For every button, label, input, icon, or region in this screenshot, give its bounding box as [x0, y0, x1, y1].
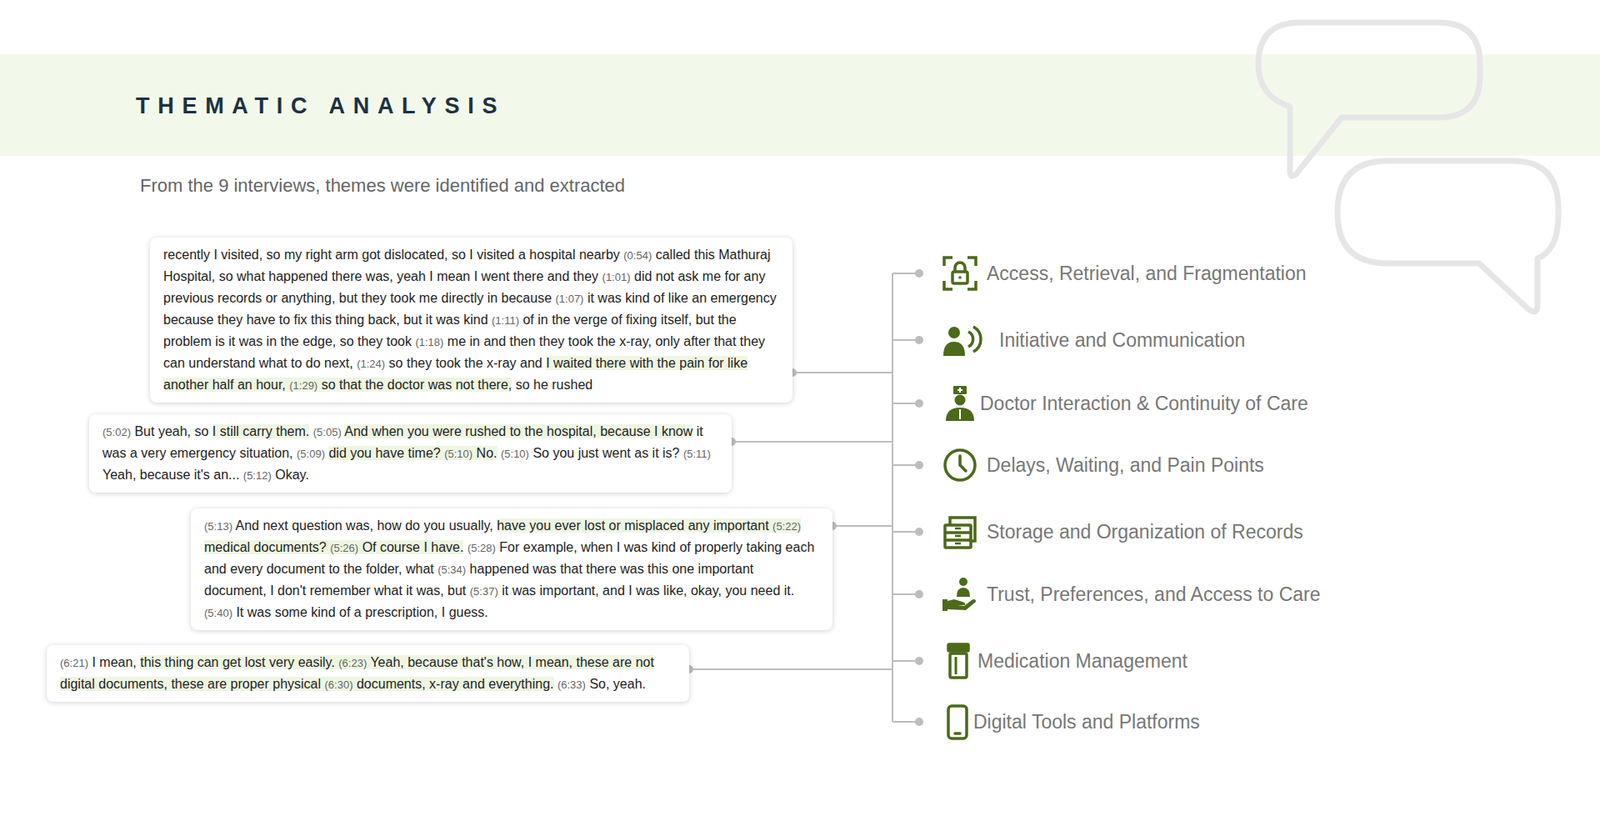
- timestamp: (5:11): [683, 447, 711, 460]
- speech-bubble: [1337, 160, 1559, 312]
- timestamp: (5:09): [296, 447, 325, 460]
- transcript-text: And when you were rushed to the hospital…: [344, 424, 693, 439]
- transcript-text: No.: [476, 445, 498, 460]
- timestamp: (5:26): [330, 541, 359, 555]
- theme-label: Medication Management: [977, 648, 1188, 674]
- transcript-text: I still carry them.: [212, 424, 310, 439]
- highlight: I still carry them.: [212, 424, 310, 439]
- transcript-card: (5:13) And next question was, how do you…: [190, 508, 833, 630]
- transcript-card: (5:02) But yeah, so I still carry them. …: [89, 414, 732, 493]
- transcript-text: I mean,: [91, 655, 136, 670]
- theme-icon: [945, 385, 975, 421]
- leader-line: [832, 525, 893, 527]
- highlight: did you have time? (5:10) No.: [328, 445, 497, 460]
- transcript-text: So, yeah.: [589, 676, 646, 691]
- timestamp: (5:13): [204, 520, 233, 533]
- theme-icon: [948, 644, 969, 678]
- timestamp: (5:37): [470, 585, 499, 598]
- timestamp: (5:40): [204, 606, 233, 620]
- theme-icon: [945, 517, 975, 548]
- transcript-paragraph: recently I visited, so my right arm got …: [163, 244, 780, 396]
- speech-bubble: [1258, 22, 1480, 176]
- branch-dot: [915, 656, 924, 665]
- transcript-paragraph: (6:21) I mean, this thing can get lost v…: [60, 651, 676, 695]
- timestamp: (5:10): [444, 447, 473, 460]
- timestamp: (5:02): [102, 425, 131, 439]
- theme-label: Delays, Waiting, and Pain Points: [986, 452, 1265, 478]
- theme-label: Doctor Interaction & Continuity of Care: [980, 390, 1309, 416]
- timestamp: (6:33): [557, 678, 586, 691]
- timestamp: (6:21): [60, 656, 89, 670]
- transcript-text: documents, x-ray and everything.: [356, 676, 555, 691]
- theme-icon: [944, 257, 976, 290]
- transcript-text: so they took the x-ray and: [389, 355, 543, 370]
- transcript-text: recently I visited, so my right arm got …: [163, 247, 620, 262]
- timestamp: (1:11): [491, 314, 520, 327]
- theme-label: Initiative and Communication: [999, 327, 1245, 353]
- timestamp: (1:01): [602, 270, 631, 284]
- leader-line: [689, 668, 893, 670]
- transcript-card: recently I visited, so my right arm got …: [150, 237, 793, 403]
- leader-line: [731, 440, 893, 443]
- transcript-text: It was some kind of a prescription, I gu…: [235, 605, 488, 620]
- theme-icon: [943, 326, 981, 356]
- transcript-text: did you have time?: [328, 445, 440, 460]
- transcript-text: so that the doctor was not there,: [321, 377, 513, 392]
- theme-icon: [948, 705, 967, 739]
- theme-label: Access, Retrieval, and Fragmentation: [986, 260, 1307, 286]
- branch-dot: [915, 399, 924, 408]
- transcript-text: so he rushed: [515, 377, 594, 392]
- transcript-text: But yeah, so: [134, 424, 209, 439]
- transcript-text: have you ever lost or misplaced any impo…: [496, 518, 769, 533]
- timestamp: (6:30): [325, 678, 354, 691]
- theme-label: Storage and Organization of Records: [986, 519, 1304, 545]
- branch-dot: [915, 460, 924, 470]
- transcript-text: So you just went as it is?: [532, 445, 680, 460]
- transcript-paragraph: (5:02) But yeah, so I still carry them. …: [102, 420, 719, 486]
- timestamp: (1:29): [289, 379, 318, 392]
- timestamp: (1:24): [356, 357, 385, 370]
- branch-dot: [915, 269, 924, 278]
- branch-dot: [915, 717, 924, 726]
- timestamp: (5:12): [243, 469, 272, 482]
- branch-dot: [915, 590, 924, 599]
- timestamp: (5:22): [772, 520, 801, 533]
- theme-label: Digital Tools and Platforms: [973, 709, 1200, 735]
- branch-dot: [915, 527, 924, 536]
- transcript-paragraph: (5:13) And next question was, how do you…: [204, 515, 820, 624]
- timestamp: (1:07): [555, 292, 584, 305]
- transcript-text: this thing can get lost very easily.: [140, 655, 335, 670]
- highlight: And when you were rushed to the hospital…: [344, 424, 693, 439]
- transcript-text: medical documents?: [204, 540, 327, 555]
- timestamp: (5:34): [437, 563, 466, 576]
- timestamp: (6:23): [338, 656, 367, 670]
- leader-line: [792, 371, 893, 374]
- transcript-text: And next question was, how do you usuall…: [235, 518, 494, 533]
- theme-label: Trust, Preferences, and Access to Care: [986, 581, 1321, 607]
- theme-icon: [945, 450, 975, 480]
- transcript-text: it was important, and I was like, okay, …: [501, 583, 795, 598]
- branch-dot: [915, 335, 924, 345]
- timestamp: (0:54): [623, 249, 652, 262]
- timestamp: (1:18): [415, 335, 444, 349]
- transcript-text: Yeah, because it's an...: [102, 467, 240, 482]
- subtitle: From the 9 interviews, themes were ident…: [140, 174, 625, 198]
- timestamp: (5:10): [500, 447, 530, 460]
- timestamp: (5:28): [467, 541, 496, 555]
- page-title: THEMATIC ANALYSIS: [135, 92, 505, 120]
- transcript-card: (6:21) I mean, this thing can get lost v…: [46, 645, 690, 702]
- theme-icon: [942, 577, 976, 611]
- transcript-text: Okay.: [275, 467, 310, 482]
- timestamp: (5:05): [313, 425, 342, 439]
- transcript-text: Of course I have.: [362, 540, 465, 555]
